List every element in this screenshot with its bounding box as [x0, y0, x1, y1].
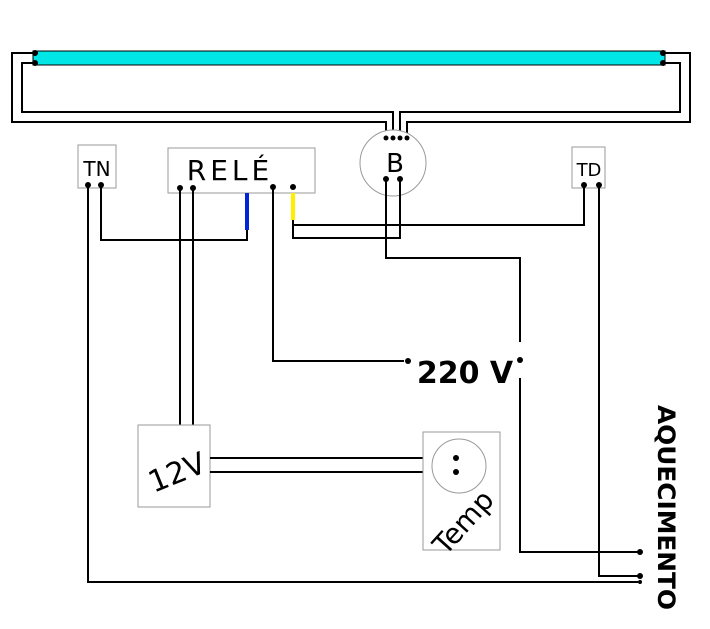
output-terminal	[637, 549, 643, 555]
td-terminal	[581, 182, 587, 188]
b-terminal	[390, 135, 396, 141]
tn-terminal	[85, 182, 91, 188]
tn-terminal	[98, 182, 104, 188]
b-label: B	[386, 149, 404, 179]
relay-terminal	[270, 184, 276, 190]
wire-yellow-to-b	[292, 181, 401, 239]
lamp-tube	[32, 50, 666, 66]
b-component	[359, 129, 427, 197]
b-terminal	[404, 135, 410, 141]
temp-sensor-body	[431, 438, 487, 494]
output-terminal	[638, 580, 642, 584]
b-terminal	[397, 135, 403, 141]
wire-b-to-220v	[385, 181, 521, 342]
td-component	[571, 146, 606, 189]
wire-td-to-output	[598, 187, 638, 577]
wire-tn-to-output	[87, 187, 638, 583]
supply-terminal	[517, 357, 523, 363]
td-terminal	[596, 182, 602, 188]
wire-tn-to-relay-blue	[100, 187, 248, 241]
wire-lamp-left-inner	[21, 62, 394, 138]
wire-220v-to-output	[519, 378, 638, 553]
wire-lamp-right-inner	[399, 62, 681, 138]
tn-label: TN	[82, 157, 110, 181]
temp-terminal	[453, 469, 459, 475]
output-label: AQUECIMENTO	[652, 405, 680, 610]
supply-label: 220 V	[417, 356, 514, 391]
wire-relay-to-220v	[272, 189, 404, 362]
b-terminal	[383, 176, 389, 182]
td-label: TD	[576, 160, 602, 181]
wire-lamp-left-outer	[11, 52, 387, 138]
wire-lamp-right-outer	[406, 52, 691, 138]
relay-terminal	[177, 185, 183, 191]
power-12v-component	[137, 424, 211, 508]
output-terminal	[637, 573, 643, 579]
relay-label: RELÉ	[187, 153, 273, 187]
temp-terminal	[453, 455, 459, 461]
supply-terminal	[405, 358, 411, 364]
b-terminal	[383, 135, 389, 141]
wire-yellow-to-td	[293, 187, 585, 226]
tn-component	[77, 144, 117, 189]
relay-terminal	[190, 185, 196, 191]
b-terminal	[397, 176, 403, 182]
relay-terminal	[290, 184, 296, 190]
